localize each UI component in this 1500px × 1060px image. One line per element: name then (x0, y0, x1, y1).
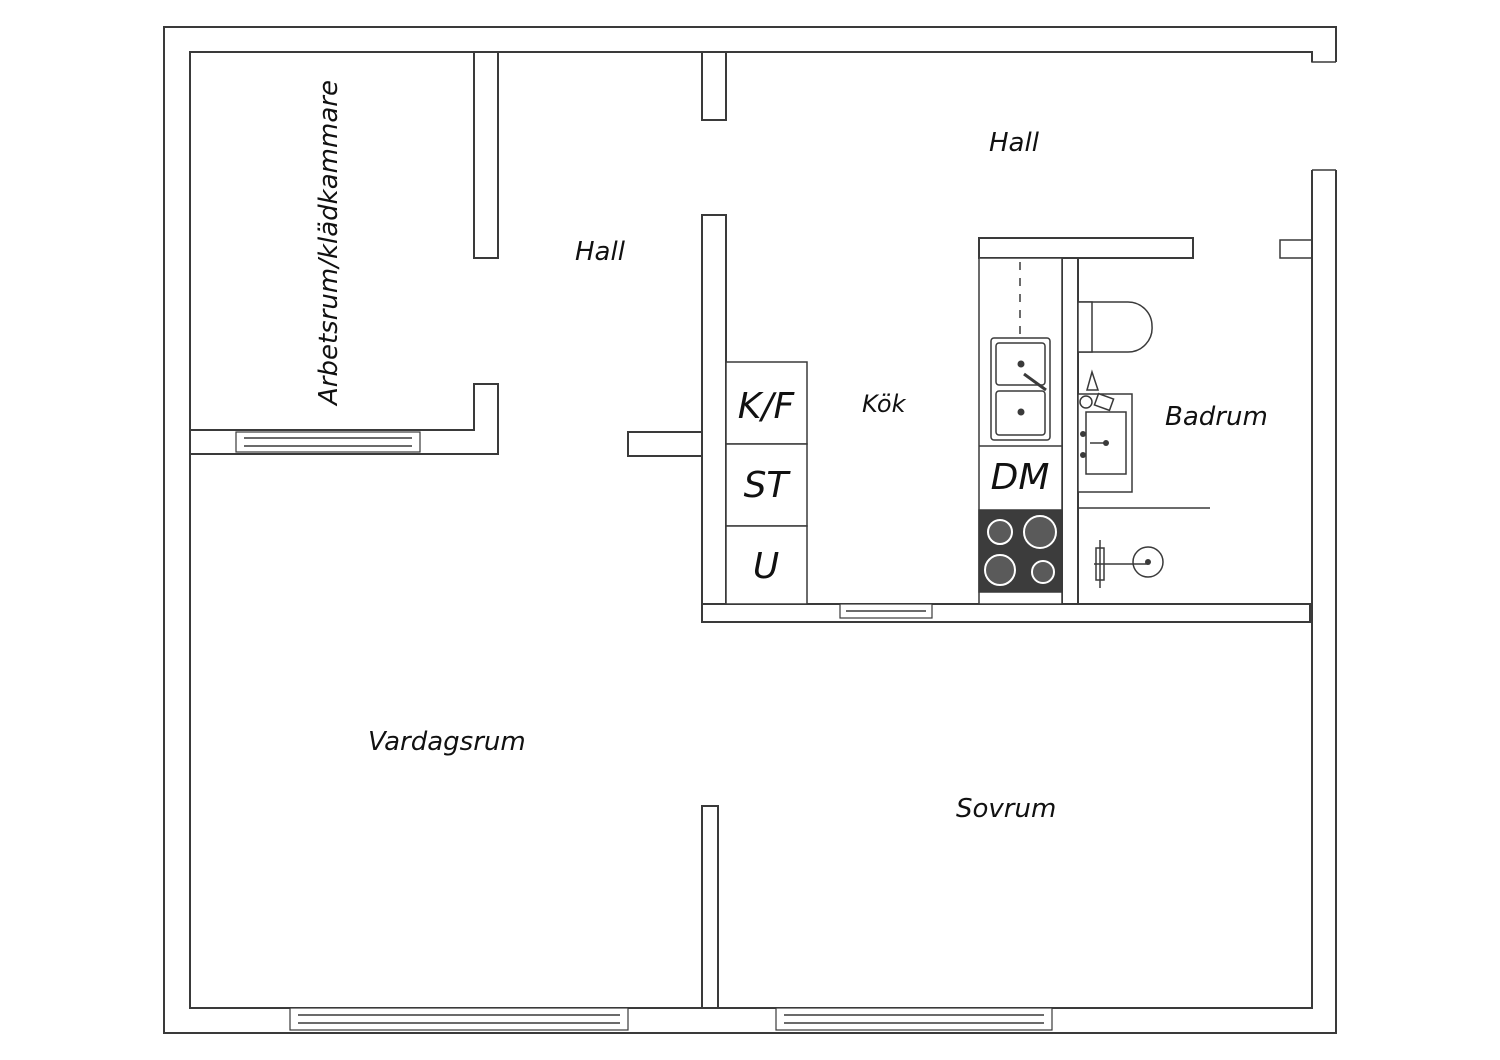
hob-icon (978, 509, 1063, 593)
interior-walls (189, 51, 1311, 1009)
sink-icon (990, 337, 1051, 441)
bathroom-fixtures (1077, 301, 1210, 588)
toilet-icon (1077, 301, 1153, 353)
window-sovrum (775, 1007, 1053, 1031)
kitchen-counter (978, 257, 1063, 605)
room-label-badrum: Badrum (1165, 402, 1268, 432)
room-label-hall-top: Hall (989, 128, 1040, 158)
room-label-hall-left: Hall (575, 237, 626, 267)
room-label-arbetsrum: Arbetsrum/klädkammare (314, 80, 344, 407)
kitchen-units-left (725, 361, 808, 605)
window-kok (839, 603, 933, 619)
appliance-label-st: ST (744, 465, 792, 506)
appliance-label-kf: K/F (738, 386, 796, 427)
shower-icon (1094, 540, 1164, 588)
appliance-label-dm: DM (991, 457, 1050, 498)
room-label-sovrum: Sovrum (956, 794, 1056, 824)
outer-walls (163, 26, 1337, 1034)
oven-unit (725, 525, 808, 605)
washbasin-icon (1077, 393, 1133, 493)
window-arbetsrum (235, 431, 421, 453)
appliance-label-u: U (753, 546, 779, 587)
room-label-kok: Kök (862, 390, 907, 418)
windows (235, 431, 1053, 1031)
window-vardagsrum (289, 1007, 629, 1031)
room-label-vardagsrum: Vardagsrum (368, 727, 526, 757)
tap-icon (1079, 369, 1115, 412)
cabinet-unit (725, 443, 808, 527)
